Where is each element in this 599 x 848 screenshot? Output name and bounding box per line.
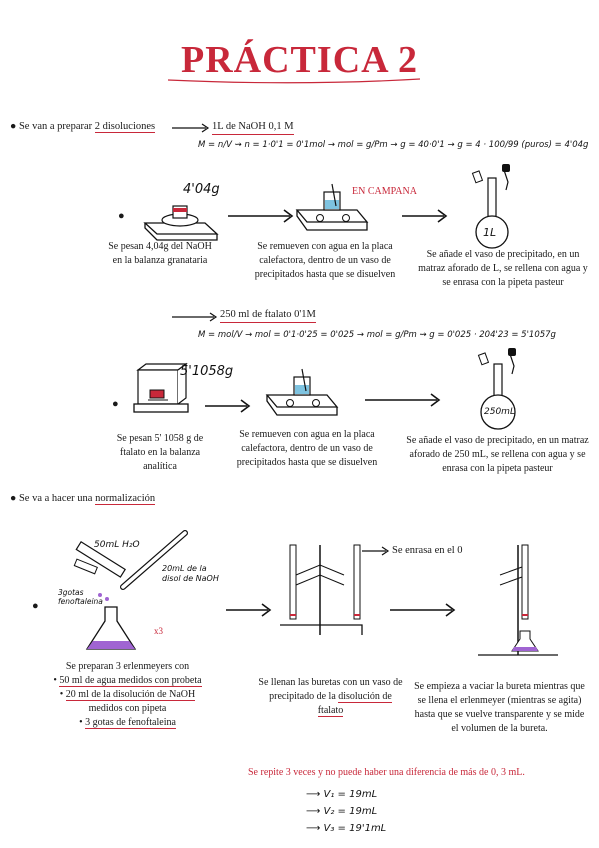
list-item: medidos con pipeta — [88, 703, 167, 714]
arrow-icon — [390, 603, 456, 617]
flask-label-1: 1L — [483, 226, 497, 239]
formula-2: M = mol/V → mol = 0'1·0'25 = 0'025 → mol… — [198, 330, 556, 340]
label-naoh: 20mL de la disol de NaOH — [162, 564, 219, 583]
heating-plate-icon — [265, 368, 339, 416]
graduated-cylinder-icon — [75, 541, 126, 578]
intro-text: Se van a preparar — [18, 121, 93, 132]
step2-text: Se remueven con agua en la placa calefac… — [236, 429, 378, 468]
target-solution-2: 250 ml de ftalato 0'1M — [220, 308, 316, 323]
label-enrasa: Se enrasa en el 0 — [392, 545, 463, 556]
volumetric-flask-icon — [477, 348, 516, 430]
step3-text: Se empieza a vaciar la bureta mientras q… — [414, 681, 585, 734]
repeat-note: Se repite 3 veces y no puede haber una d… — [248, 767, 525, 778]
list-item: • 50 ml de agua medidos con probeta — [53, 675, 202, 687]
bullet: ● — [112, 398, 119, 410]
section3-intro: ● Se va a hacer una normalización — [10, 492, 156, 506]
bullet: ● — [10, 493, 17, 504]
intro-text: Se va a hacer una — [18, 493, 93, 504]
arrow-icon — [362, 546, 390, 556]
arrow-icon — [172, 123, 210, 133]
arrow-icon — [205, 399, 251, 413]
step3-text: Se añade el vaso de precipitado, en un m… — [418, 249, 588, 288]
intro-underlined: normalización — [95, 493, 156, 505]
analytical-balance-icon — [133, 362, 189, 413]
list-item: ⟶ V₂ = 19mL — [306, 806, 378, 817]
step1-title: Se preparan 3 erlenmeyers con — [65, 661, 190, 672]
step3-text: Se añade el vaso de precipitado, en un m… — [406, 435, 589, 474]
step2-underlined: disolución de ftalato — [317, 691, 392, 717]
campana-label: EN CAMPANA — [352, 186, 417, 197]
intro-underlined: 2 disoluciones — [94, 121, 156, 133]
label-water: 50mL H₂O — [94, 540, 140, 550]
arrow-icon — [172, 312, 218, 322]
page-title: PRÁCTICA 2 — [181, 39, 418, 81]
arrow-icon — [226, 603, 272, 617]
step1-text: Se pesan 5' 1058 g de ftalato en la bala… — [116, 433, 204, 472]
weight-label-2: 5'1058g — [180, 364, 234, 379]
titration-icon — [478, 544, 558, 656]
step2-block: Se llenan las buretas con un vaso de pre… — [258, 676, 403, 718]
target-solution-1: 1L de NaOH 0,1 M — [212, 120, 294, 135]
step2-text: Se llenan las buretas con un vaso de pre… — [258, 677, 403, 702]
list-item: • 3 gotas de fenoftaleina — [79, 717, 176, 729]
volumes-list: ⟶ V₁ = 19mL ⟶ V₂ = 19mL ⟶ V₃ = 19'1mL — [306, 786, 386, 837]
bullet: ● — [32, 600, 39, 612]
arrow-icon — [402, 209, 448, 223]
reagents-drawing — [73, 530, 188, 650]
step1-block: Se preparan 3 erlenmeyers con • 50 ml de… — [40, 660, 215, 730]
step2-text: Se remueven con agua en la placa calefac… — [254, 241, 396, 280]
list-item: ⟶ V₃ = 19'1mL — [306, 823, 387, 834]
erlenmeyer-icon — [85, 606, 137, 650]
label-x3: x3 — [154, 626, 163, 636]
label-drops: 3gotas fenoftaleina — [58, 588, 103, 606]
volumetric-flask-icon — [471, 164, 510, 249]
list-item: • 20 ml de la disolución de NaOH — [59, 689, 196, 701]
bullet: ● — [10, 121, 17, 132]
weight-label-1: 4'04g — [183, 182, 220, 197]
burettes-icon — [280, 544, 363, 635]
dropper-icon — [73, 558, 98, 575]
step1-text: Se pesan 4,04g del NaOH en la balanza gr… — [108, 241, 212, 266]
heating-plate-icon — [295, 183, 369, 231]
pipette-icon — [120, 530, 188, 590]
arrow-icon — [228, 209, 294, 223]
bullet: ● — [118, 210, 125, 222]
formula-1: M = n/V ⇝ n = 1·0'1 = 0'1mol → mol = g/P… — [198, 140, 589, 150]
title-underline — [167, 78, 421, 84]
list-item: ⟶ V₁ = 19mL — [306, 789, 378, 800]
arrow-icon — [365, 393, 441, 407]
flask-label-2: 250mL — [484, 407, 515, 417]
section1-intro: ● Se van a preparar 2 disoluciones — [10, 120, 156, 134]
scale-icon — [143, 205, 219, 241]
